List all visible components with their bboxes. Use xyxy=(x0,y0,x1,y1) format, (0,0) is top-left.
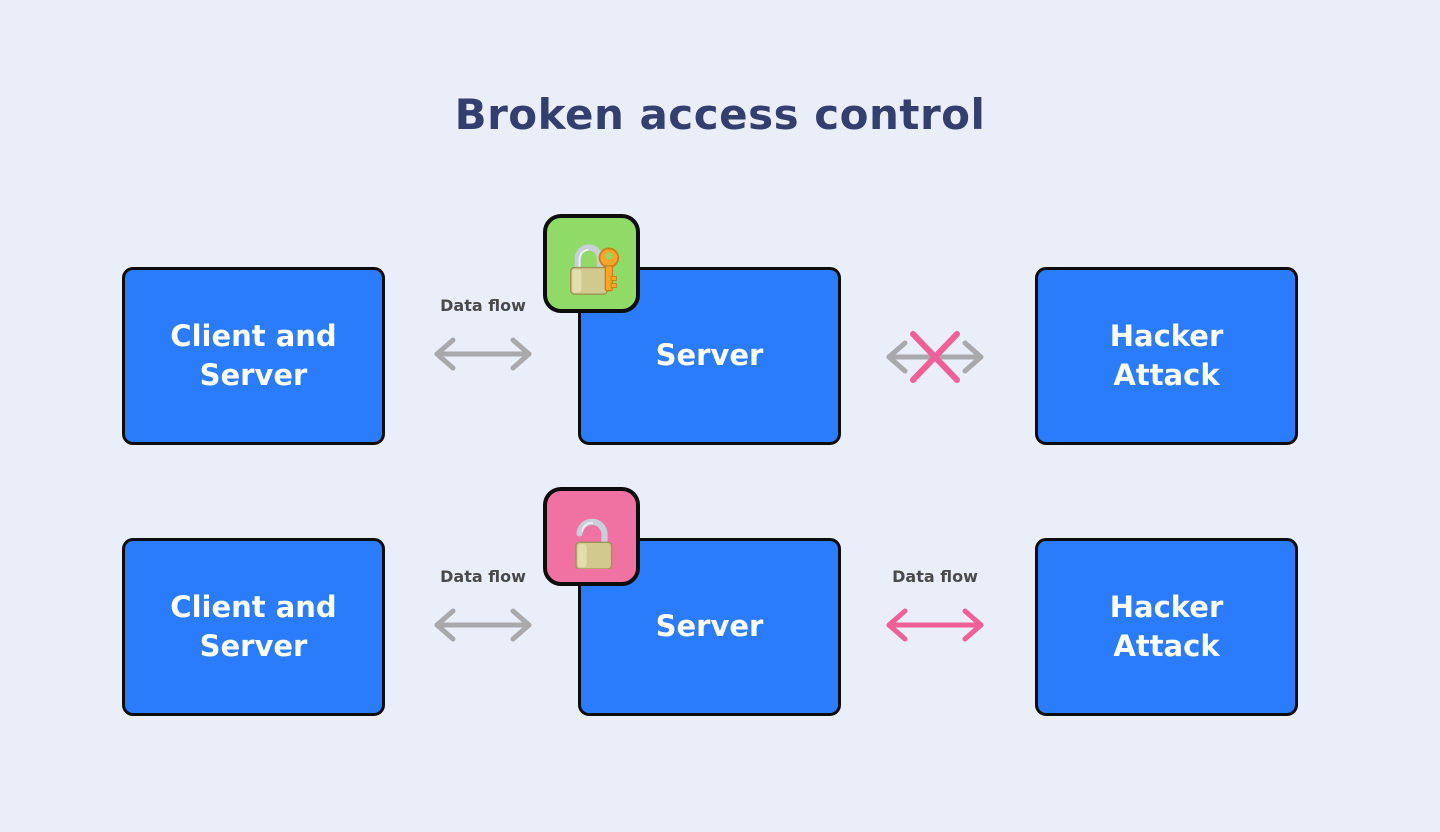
diagram-title: Broken access control xyxy=(454,90,986,139)
data-flow-left-row1: Data flow xyxy=(430,296,536,372)
server-box-row1: Server xyxy=(578,267,841,445)
hacker-attack-label: Hacker Attack xyxy=(1109,589,1224,663)
server-label: Server xyxy=(655,609,764,644)
double-arrow-icon xyxy=(434,337,532,371)
data-flow-label: Data flow xyxy=(440,296,526,315)
client-server-label: Client and Server xyxy=(170,318,337,392)
client-server-box-row2: Client and Server xyxy=(122,538,385,716)
client-server-label: Client and Server xyxy=(170,589,337,663)
server-label: Server xyxy=(655,338,764,373)
locked-badge xyxy=(543,214,640,313)
server-box-row2: Server xyxy=(578,538,841,716)
hacker-attack-label: Hacker Attack xyxy=(1109,318,1224,392)
blocked-flow-row1 xyxy=(882,327,988,387)
data-flow-left-row2: Data flow xyxy=(430,567,536,643)
double-arrow-icon xyxy=(886,608,984,642)
data-flow-label: Data flow xyxy=(440,567,526,586)
blocked-double-arrow-icon xyxy=(886,331,984,383)
data-flow-right-row2: Data flow xyxy=(882,567,988,643)
data-flow-label: Data flow xyxy=(892,567,978,586)
client-server-box-row1: Client and Server xyxy=(122,267,385,445)
double-arrow-icon xyxy=(434,608,532,642)
unlocked-icon xyxy=(574,518,612,569)
unlocked-badge xyxy=(543,487,640,586)
locked-with-key-icon xyxy=(569,244,619,295)
hacker-attack-box-row2: Hacker Attack xyxy=(1035,538,1298,716)
hacker-attack-box-row1: Hacker Attack xyxy=(1035,267,1298,445)
